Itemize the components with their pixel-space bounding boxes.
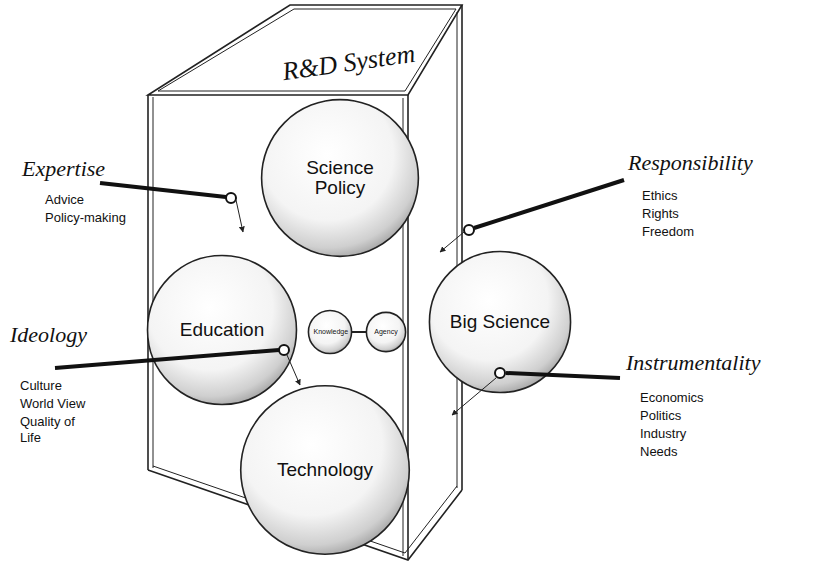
sphere-label: Education <box>180 320 265 340</box>
theme-heading: Ideology <box>10 322 87 348</box>
theme-item: Rights <box>642 206 679 222</box>
policy-sphere: Science Policy <box>260 98 420 258</box>
theme-heading: Responsibility <box>628 150 753 176</box>
theme-item: Industry <box>640 426 686 442</box>
sphere-neck <box>352 331 366 333</box>
theme-heading: Instrumentality <box>626 350 760 376</box>
theme-item: World View <box>20 396 85 412</box>
sphere-label: Technology <box>277 460 373 480</box>
theme-item: Freedom <box>642 224 694 240</box>
technology-sphere: Technology <box>239 384 411 556</box>
theme-item: Culture <box>20 378 62 394</box>
theme-item: Needs <box>640 444 678 460</box>
theme-heading: R&D System <box>281 39 417 87</box>
sphere-label: Agency <box>374 328 397 335</box>
theme-item: Ethics <box>642 188 677 204</box>
theme-item: Politics <box>640 408 681 424</box>
sphere-label: Science Policy <box>280 158 400 198</box>
theme-item: Advice <box>45 192 84 208</box>
big-science-sphere: Big Science <box>428 250 572 394</box>
theme-item: Policy-making <box>45 210 126 226</box>
education-sphere: Education <box>146 254 298 406</box>
theme-heading: Expertise <box>22 156 105 182</box>
theme-item: Economics <box>640 390 704 406</box>
sphere-label: Big Science <box>450 312 550 332</box>
small-sphere: Agency <box>366 312 406 352</box>
small-sphere: Knowledge <box>308 310 352 354</box>
theme-item: Quality of Life <box>20 414 90 445</box>
sphere-label: Knowledge <box>314 328 347 335</box>
